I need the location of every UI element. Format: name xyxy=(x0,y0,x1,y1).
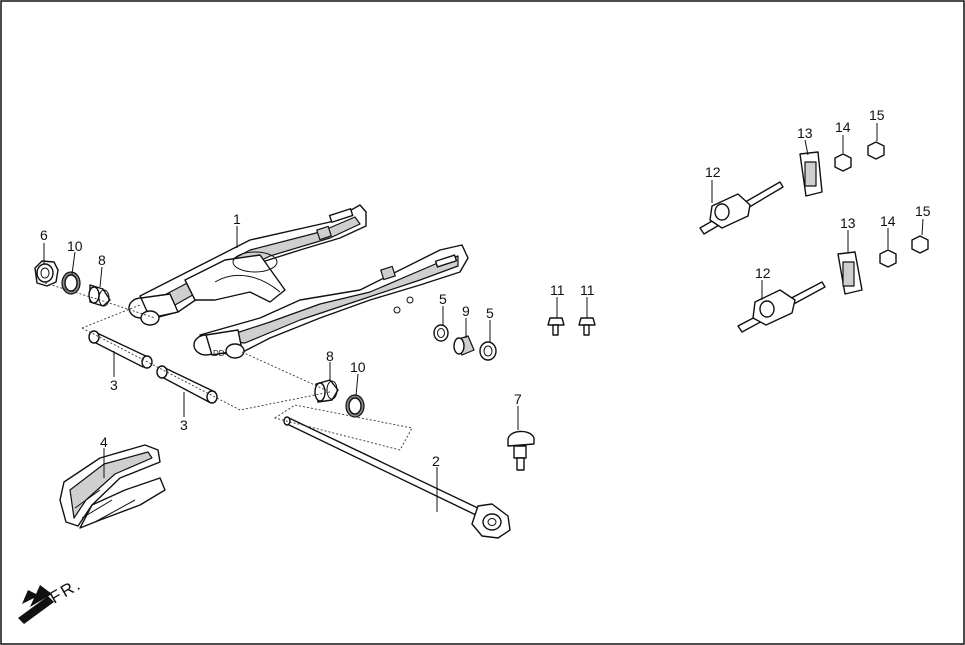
callout-1: 1 xyxy=(233,211,241,227)
callout-10b: 10 xyxy=(350,359,366,375)
callout-5a: 5 xyxy=(439,291,447,307)
callout-3a: 3 xyxy=(110,377,118,393)
chain-adjuster-lower xyxy=(737,235,929,333)
swing-arm-part: DD xyxy=(128,204,469,359)
callout-14b: 14 xyxy=(880,213,896,229)
callout-3b: 3 xyxy=(180,417,188,433)
callout-10a: 10 xyxy=(67,238,83,254)
svg-text:DD: DD xyxy=(213,349,225,358)
callout-11b: 11 xyxy=(580,282,595,298)
leader-lines xyxy=(43,123,924,512)
callout-labels: 1 2 3 3 4 6 10 8 8 10 5 9 5 11 11 7 12 1… xyxy=(40,107,931,469)
callout-7: 7 xyxy=(514,391,522,407)
callout-12b: 12 xyxy=(755,265,771,281)
callout-2: 2 xyxy=(432,453,440,469)
pivot-bolt-part xyxy=(283,416,511,539)
front-direction-arrow: FR. xyxy=(18,574,85,624)
chain-adjuster-upper xyxy=(699,141,885,235)
rubber-stopper-part xyxy=(507,430,535,471)
callout-9: 9 xyxy=(462,303,470,319)
callout-14a: 14 xyxy=(835,119,851,135)
chain-slider-part xyxy=(59,444,166,529)
callout-15b: 15 xyxy=(915,203,931,219)
callout-13a: 13 xyxy=(797,125,813,141)
callout-8a: 8 xyxy=(98,252,106,268)
callout-13b: 13 xyxy=(840,215,856,231)
left-bearing-set xyxy=(34,260,111,307)
callout-11a: 11 xyxy=(550,282,565,298)
callout-6: 6 xyxy=(40,227,48,243)
callout-8b: 8 xyxy=(326,348,334,364)
front-direction-label: FR. xyxy=(47,574,85,607)
bush-washer-set xyxy=(433,324,497,361)
callout-12a: 12 xyxy=(705,164,721,180)
callout-15a: 15 xyxy=(869,107,885,123)
callout-4: 4 xyxy=(100,434,108,450)
flange-bolt-set xyxy=(547,317,596,336)
callout-5b: 5 xyxy=(486,305,494,321)
assembly-guides xyxy=(44,282,413,451)
